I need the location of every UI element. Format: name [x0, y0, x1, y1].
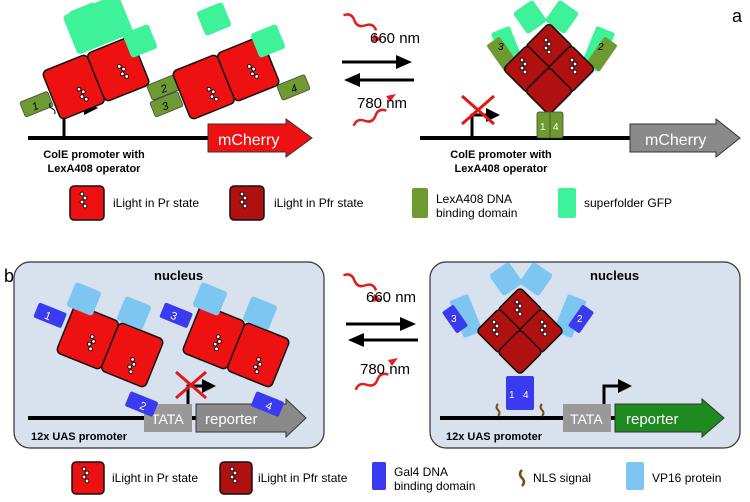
svg-text:4: 4 [264, 400, 274, 413]
svg-text:3: 3 [451, 314, 457, 325]
svg-text:2: 2 [597, 42, 604, 53]
svg-text:4: 4 [553, 122, 559, 133]
promoter-label-a-left-2: LexA408 operator [48, 163, 142, 175]
panel-b-label: b [4, 266, 14, 286]
svg-text:2: 2 [158, 83, 169, 97]
svg-text:4: 4 [523, 390, 529, 401]
block-cross-a [461, 94, 495, 126]
promoter-label-a-right-2: LexA408 operator [455, 163, 549, 175]
svg-text:mCherry: mCherry [645, 132, 706, 149]
svg-text:TATA: TATA [151, 411, 184, 427]
tata-box-left: TATA [144, 404, 192, 432]
legend-pfr-swatch-a [229, 185, 265, 221]
legend-gfp-swatch [558, 188, 576, 218]
svg-text:1: 1 [509, 390, 515, 401]
legend-pfr-swatch-b [219, 461, 253, 495]
legend-gal4-swatch [372, 462, 386, 490]
uas-promoter-label-left: 12x UAS promoter [31, 431, 128, 443]
wavelength-780-a: 780 nm [357, 95, 407, 112]
svg-text:1: 1 [30, 100, 40, 113]
svg-text:3: 3 [160, 100, 171, 114]
svg-text:2: 2 [138, 400, 148, 413]
legend-lexa-swatch [412, 188, 428, 218]
ilight-pr-dimer-b1: 1 2 [33, 302, 164, 417]
svg-text:3: 3 [168, 310, 178, 323]
legend-vp16-swatch [626, 462, 644, 490]
legend-pfr-label-b: iLight in Pfr state [258, 471, 348, 485]
promoter-label-a-right-1: ColE promoter with [450, 149, 552, 161]
legend-lexa-label-2: binding domain [436, 206, 517, 220]
svg-text:1: 1 [540, 122, 546, 133]
ilight-pfr-complex-b: 3 2 1 4 [442, 262, 594, 417]
svg-text:4: 4 [289, 83, 299, 96]
svg-text:mCherry: mCherry [218, 132, 279, 149]
mcherry-reporter-active: mCherry [207, 118, 313, 158]
legend-gal4-label-1: Gal4 DNA [394, 465, 448, 479]
svg-text:2: 2 [577, 314, 583, 325]
nucleus-label-right: nucleus [590, 268, 639, 283]
legend-pfr-label-a: iLight in Pfr state [274, 196, 364, 210]
promoter-arrow-b-active [602, 384, 620, 404]
legend-pr-swatch-b [71, 461, 105, 495]
svg-text:reporter: reporter [626, 411, 679, 428]
reporter-inactive: reporter [195, 397, 307, 439]
light-switch-arrows-b: 660 nm 780 nm [343, 273, 418, 391]
light-switch-arrows-a: 660 nm 780 nm [342, 13, 420, 127]
ilight-pr-dimer-b2: 3 4 [159, 302, 290, 417]
wavelength-660-b: 660 nm [366, 289, 416, 306]
legend-lexa-label-1: LexA408 DNA [436, 192, 512, 206]
legend-vp16-label: VP16 protein [652, 471, 721, 485]
nucleus-label-left: nucleus [154, 268, 203, 283]
legend-nls-swatch [518, 469, 526, 487]
wavelength-780-b: 780 nm [360, 361, 410, 378]
ilight-pfr-complex-a: 3 2 1 4 [487, 0, 617, 139]
block-cross-b [175, 370, 207, 400]
mcherry-reporter-inactive: mCherry [629, 117, 741, 159]
legend-gal4-label-2: binding domain [394, 479, 475, 493]
panel-a-label: a [732, 6, 743, 26]
legend-pr-label-a: iLight in Pr state [113, 196, 199, 210]
svg-text:reporter: reporter [205, 411, 258, 428]
reporter-active: reporter [614, 397, 725, 439]
tata-box-right: TATA [563, 404, 611, 432]
legend-nls-label: NLS signal [533, 471, 591, 485]
wavelength-660-a: 660 nm [370, 30, 420, 47]
legend-gfp-label: superfolder GFP [584, 196, 672, 210]
uas-promoter-label-right: 12x UAS promoter [446, 431, 543, 443]
svg-text:TATA: TATA [570, 411, 603, 427]
legend-pr-swatch-a [69, 185, 105, 221]
svg-text:3: 3 [498, 42, 504, 53]
legend-b: iLight in Pr state iLight in Pfr state G… [71, 461, 721, 495]
svg-text:1: 1 [42, 310, 52, 323]
legend-a: iLight in Pr state iLight in Pfr state L… [69, 185, 672, 221]
promoter-label-a-left-1: ColE promoter with [43, 149, 145, 161]
legend-pr-label-b: iLight in Pr state [112, 471, 198, 485]
